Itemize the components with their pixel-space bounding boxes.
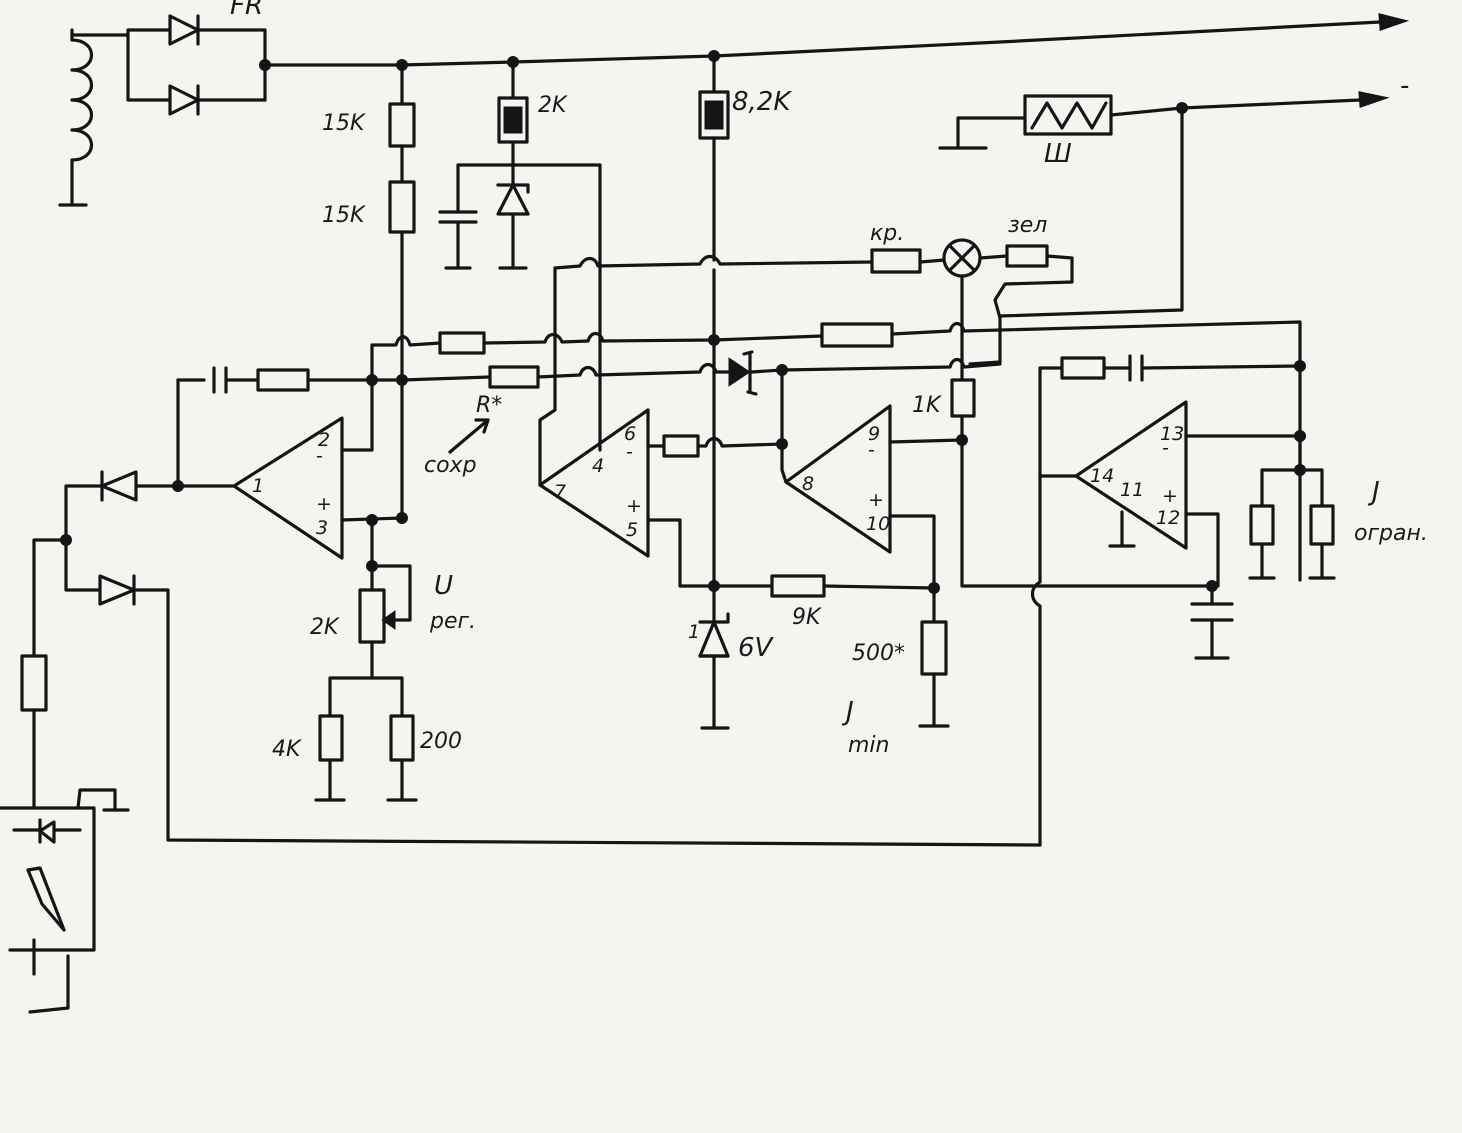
middle-bus <box>176 320 1302 582</box>
junction-dot <box>396 512 408 524</box>
sokhr-label: сохр <box>424 453 477 478</box>
zener-6v <box>698 612 730 658</box>
pin-1: 1 <box>252 475 264 497</box>
shunt-label: Ш <box>1044 139 1072 169</box>
pin-5: 5 <box>626 519 638 541</box>
shunt-sense-wire <box>998 106 1184 318</box>
r9k-label: 9K <box>792 605 822 630</box>
u3-plus: + <box>868 489 884 511</box>
pin-2: 2 <box>318 429 330 451</box>
left-diode-network <box>20 470 1042 847</box>
junction-dot <box>1294 464 1306 476</box>
divider-15k <box>388 63 416 520</box>
opamp-1: 1 2 - + 3 <box>176 378 404 560</box>
opamp-2: 7 4 6 - + 5 <box>538 366 784 588</box>
junction-dot <box>1206 580 1218 592</box>
voltage-adjust-pot <box>314 518 418 802</box>
resistor-1k <box>950 378 1214 588</box>
shunt-resistor: Ш <box>938 94 1362 169</box>
r200-label: 200 <box>420 729 462 754</box>
reference-supply <box>438 60 602 452</box>
rectifier-diodes <box>126 14 267 116</box>
r1k-label: 1K <box>912 393 942 418</box>
pin-14: 14 <box>1090 465 1114 487</box>
r4k-label: 4K <box>272 737 302 762</box>
pin-12: 12 <box>1156 507 1180 529</box>
zener-pin: 1 <box>688 621 700 643</box>
r-star-label: R* <box>476 393 502 418</box>
pin-11: 11 <box>1120 479 1144 501</box>
sokhr-arrow <box>448 418 490 454</box>
junction-dot <box>259 59 271 71</box>
pot-2k-label: 2K <box>310 615 340 640</box>
u1-plus: + <box>316 493 332 515</box>
u1-minus: - <box>316 445 323 467</box>
pin-8: 8 <box>802 473 814 495</box>
negative-output-label: - <box>1400 71 1409 101</box>
positive-output-arrow <box>1378 13 1410 32</box>
pin-6: 6 <box>624 423 636 445</box>
transformer-winding <box>58 28 130 207</box>
junction-dot <box>708 334 720 346</box>
lamp-green-label: зел <box>1008 213 1047 238</box>
u4-plus: + <box>1162 485 1178 507</box>
pin-13: 13 <box>1160 423 1184 445</box>
thyristor-block <box>0 788 130 1014</box>
opamp-3: 8 9 - + 10 <box>780 404 964 590</box>
u2-plus: + <box>626 495 642 517</box>
pin-3: 3 <box>316 517 328 539</box>
r15k-a-label: 15K <box>322 111 366 136</box>
u4-minus: - <box>1162 437 1169 459</box>
pin-4: 4 <box>592 455 604 477</box>
positive-rail <box>263 20 1382 67</box>
u-reg-word: рег. <box>429 609 476 634</box>
r500-label: 500* <box>852 641 905 666</box>
pin-7: 7 <box>554 481 566 503</box>
i-min-i: J <box>841 697 854 727</box>
junction-dot <box>396 374 408 386</box>
r15k-b-label: 15K <box>322 203 366 228</box>
junction-dot <box>60 534 72 546</box>
negative-output-arrow <box>1358 91 1390 109</box>
indicator-lamp-circuit <box>553 238 1074 382</box>
i-limit-i: J <box>1367 477 1380 507</box>
lamp-red-label: кр. <box>870 221 904 246</box>
u-reg-u: U <box>434 571 453 601</box>
pin-9: 9 <box>868 423 880 445</box>
r2k-top-label: 2K <box>538 93 568 118</box>
current-limit-network <box>1190 434 1336 660</box>
i-min-word: min <box>848 733 890 758</box>
zener-6v-label: 6V <box>738 633 775 663</box>
fr-label: FR <box>230 0 263 21</box>
pin-10: 10 <box>866 513 890 535</box>
junction-dot <box>956 434 968 446</box>
junction-dot <box>1294 360 1306 372</box>
i-limit-word: огран. <box>1354 521 1428 546</box>
u3-minus: - <box>868 439 875 461</box>
opamp-4: 14 11 13 - + 12 <box>1030 354 1302 847</box>
junction-dot <box>366 560 378 572</box>
min-current-divider <box>712 574 950 728</box>
r8-2k-label: 8,2K <box>732 87 792 117</box>
u2-minus: - <box>626 441 633 463</box>
